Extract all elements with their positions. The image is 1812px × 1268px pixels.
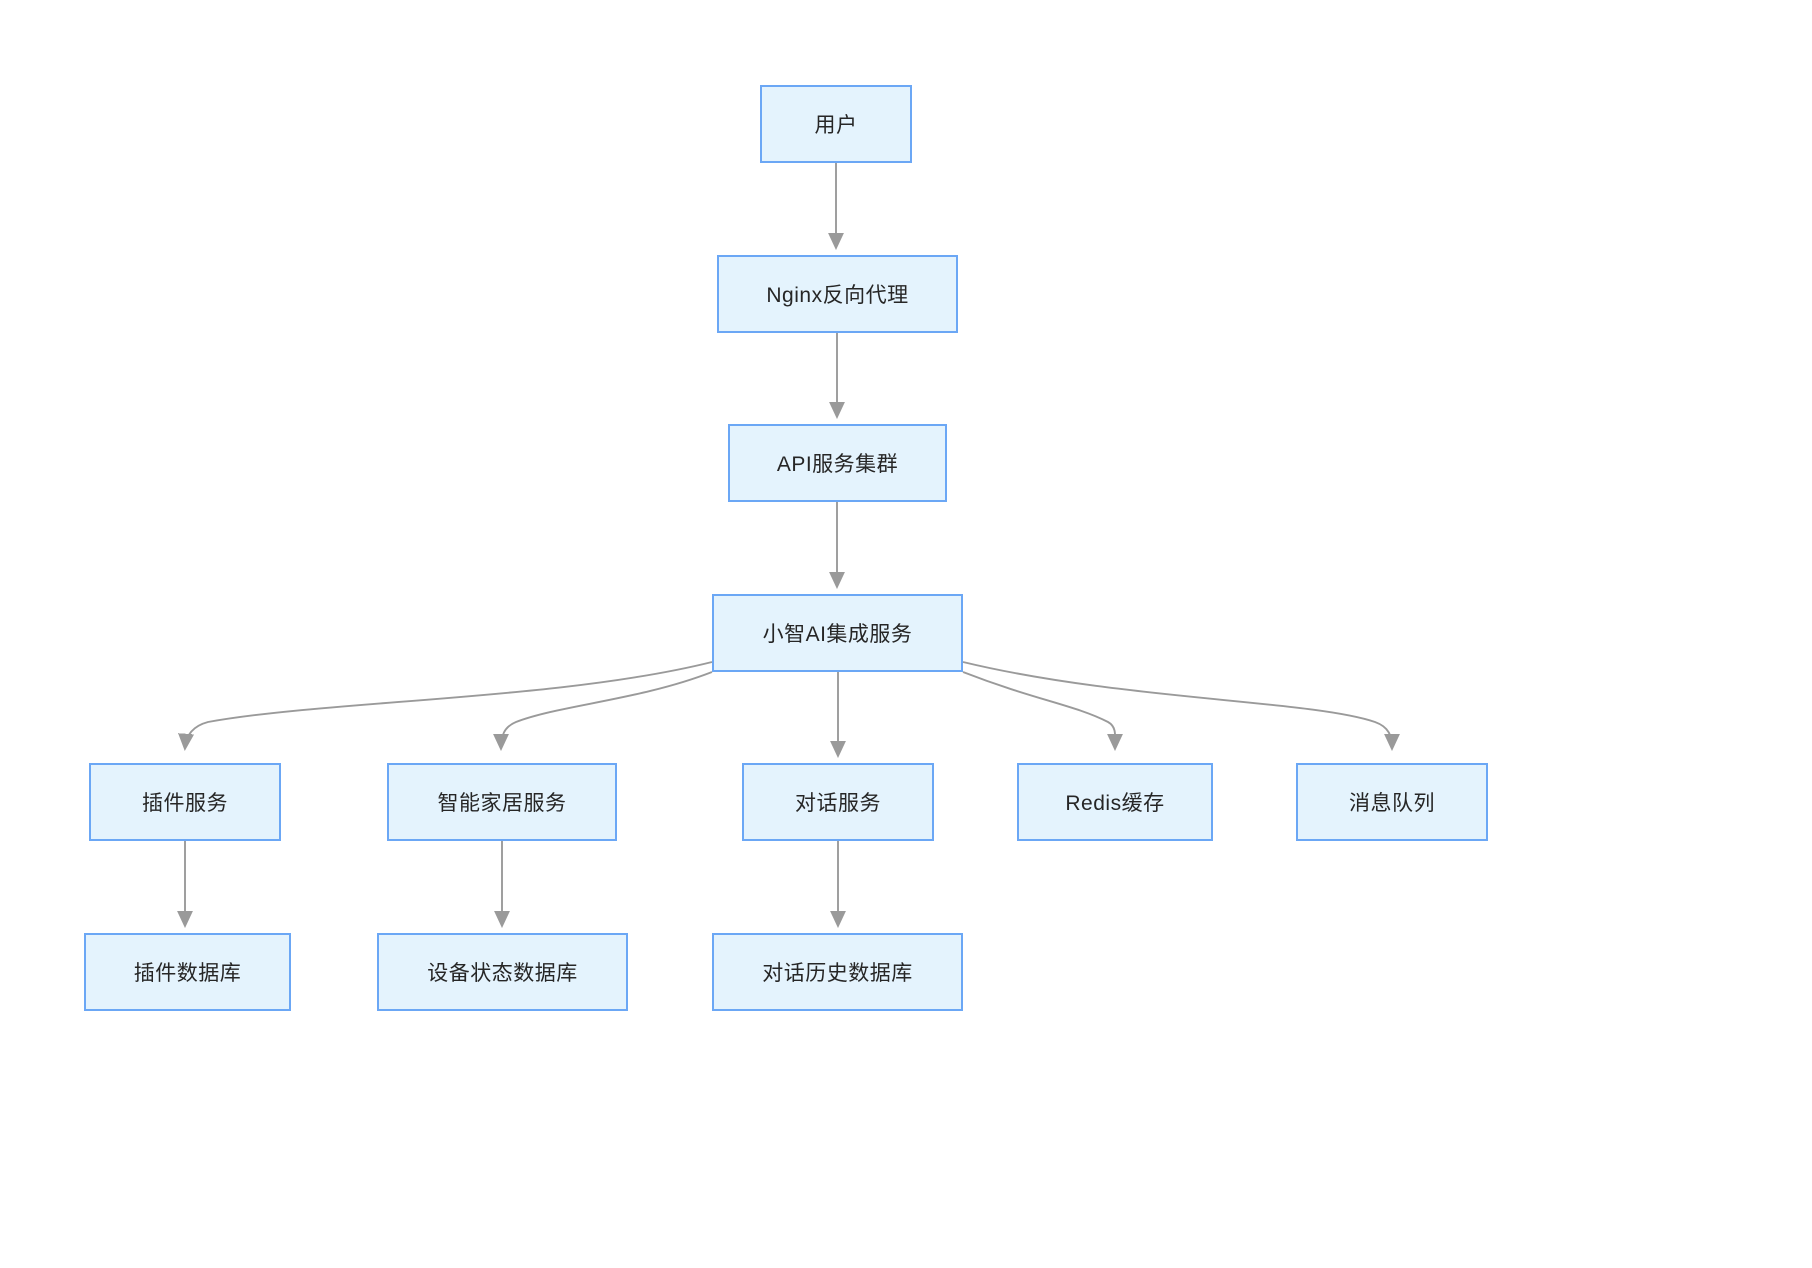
node-redis-cache[interactable]: Redis缓存 (1017, 763, 1213, 841)
node-api-service-cluster[interactable]: API服务集群 (728, 424, 947, 502)
node-xiaozhi-ai-integration-service[interactable]: 小智AI集成服务 (712, 594, 963, 672)
node-plugin-service[interactable]: 插件服务 (89, 763, 281, 841)
node-message-queue[interactable]: 消息队列 (1296, 763, 1488, 841)
node-plugin-database[interactable]: 插件数据库 (84, 933, 291, 1011)
edge-xiaozhi-to-home-svc (501, 671, 713, 748)
edge-xiaozhi-to-redis (962, 671, 1115, 748)
node-user[interactable]: 用户 (760, 85, 912, 163)
node-smart-home-service[interactable]: 智能家居服务 (387, 763, 617, 841)
edge-xiaozhi-to-plugin-svc (185, 661, 713, 748)
node-chat-history-database[interactable]: 对话历史数据库 (712, 933, 963, 1011)
node-chat-service[interactable]: 对话服务 (742, 763, 934, 841)
node-nginx-reverse-proxy[interactable]: Nginx反向代理 (717, 255, 958, 333)
edge-xiaozhi-to-mq (962, 661, 1392, 748)
node-device-state-database[interactable]: 设备状态数据库 (377, 933, 628, 1011)
